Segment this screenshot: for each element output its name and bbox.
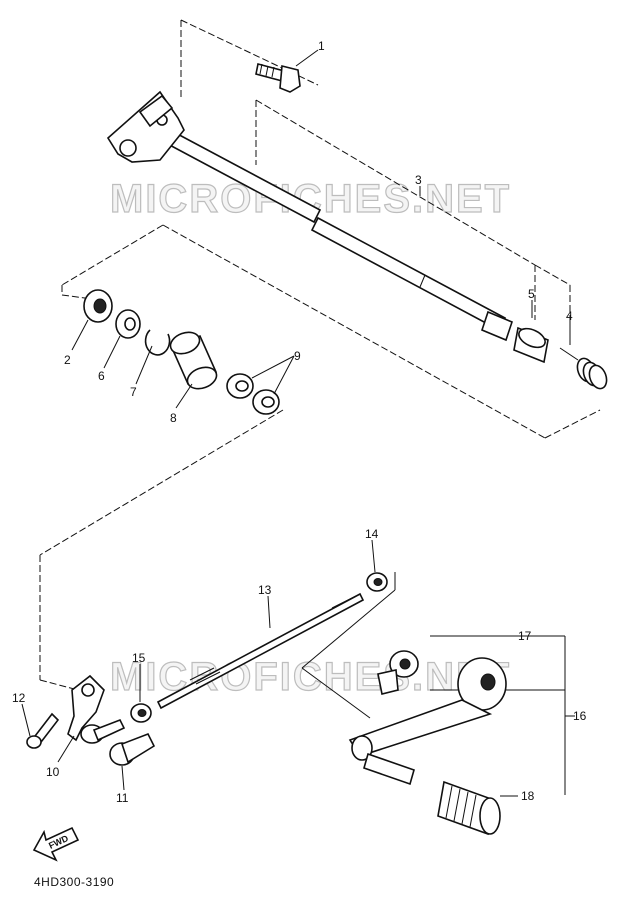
part-16-shift-pedal bbox=[348, 657, 507, 786]
callout-3: 3 bbox=[415, 173, 422, 187]
fwd-arrow-icon: FWD bbox=[32, 826, 80, 862]
part-15-nut bbox=[130, 703, 152, 723]
callout-1: 1 bbox=[318, 39, 325, 53]
callout-14: 14 bbox=[365, 527, 379, 541]
watermark-top: MICROFICHES.NET bbox=[110, 177, 511, 221]
part-6-washer bbox=[115, 309, 141, 339]
callout-11: 11 bbox=[116, 791, 129, 805]
part-4-spring bbox=[559, 347, 608, 390]
callout-2: 2 bbox=[64, 353, 71, 367]
callout-18: 18 bbox=[521, 789, 535, 803]
diagram-code: 4HD300-3190 bbox=[34, 875, 114, 889]
upper-group-lines bbox=[61, 19, 601, 439]
upper-leader-lines bbox=[71, 49, 571, 409]
part-14-nut bbox=[366, 572, 388, 592]
callout-13: 13 bbox=[258, 583, 272, 597]
part-9-bearings bbox=[226, 373, 280, 415]
part-2-oil-seal bbox=[83, 289, 113, 323]
callout-12: 12 bbox=[12, 691, 26, 705]
callout-16: 16 bbox=[573, 709, 587, 723]
watermark-bottom: MICROFICHES.NET bbox=[110, 655, 511, 699]
callout-4: 4 bbox=[566, 309, 573, 323]
part-12-bolt bbox=[26, 712, 60, 749]
part-10-shift-arm bbox=[67, 674, 126, 744]
part-3-shift-shaft bbox=[106, 90, 513, 342]
callout-15: 15 bbox=[132, 651, 146, 665]
callout-9: 9 bbox=[294, 349, 301, 363]
part-17-joint bbox=[377, 650, 419, 695]
part-5-collar bbox=[513, 326, 549, 364]
callout-6: 6 bbox=[98, 369, 105, 383]
callout-8: 8 bbox=[170, 411, 177, 425]
callout-7: 7 bbox=[130, 385, 137, 399]
part-8-collar bbox=[169, 331, 218, 390]
callout-10: 10 bbox=[46, 765, 60, 779]
callout-5: 5 bbox=[528, 287, 535, 301]
lower-leader-lines bbox=[21, 539, 518, 797]
part-11-joint bbox=[109, 732, 156, 766]
part-7-circlip bbox=[144, 329, 171, 356]
part-18-rubber-pad bbox=[437, 780, 501, 836]
lower-group-lines bbox=[39, 409, 575, 795]
part-1-bolt bbox=[255, 63, 301, 93]
callout-17: 17 bbox=[518, 629, 532, 643]
part-13-shift-rod bbox=[156, 592, 365, 710]
